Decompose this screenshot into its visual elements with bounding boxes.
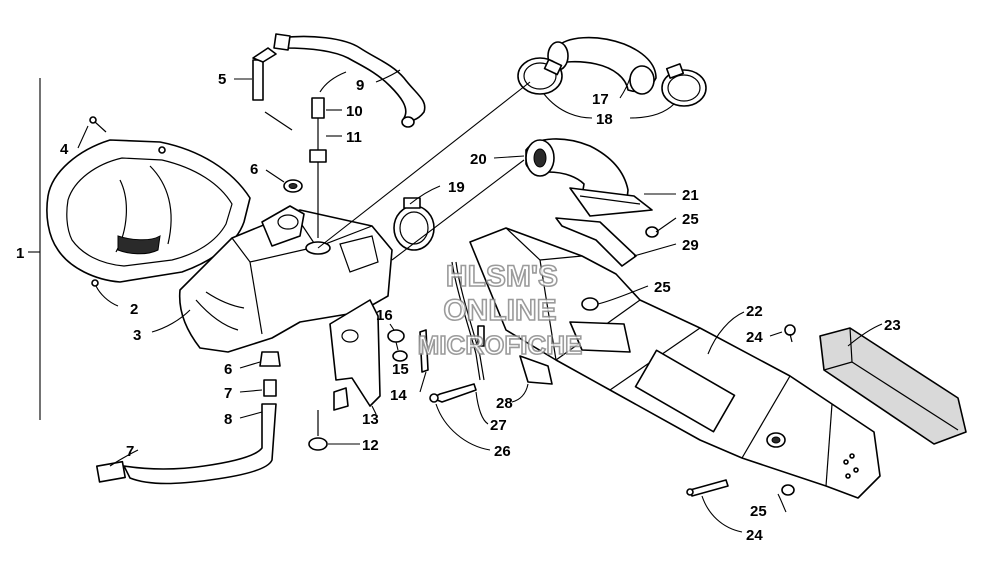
callout-15: 15 [392,361,409,378]
callout-22: 22 [746,303,763,320]
breather-hose [273,33,426,128]
duct-support-rod [451,261,553,385]
callout-11: 11 [346,129,362,146]
callout-26: 26 [494,443,511,460]
callout-20: 20 [470,151,487,168]
mounting-bracket [329,299,381,411]
assembly-bracket [28,78,41,420]
callout-2: 2 [130,301,138,318]
callout-24-lower: 24 [746,527,763,544]
intake-elbow [525,138,629,209]
callout-7-lower: 7 [126,443,134,460]
callout-6-upper: 6 [250,161,258,178]
callout-13: 13 [362,411,379,428]
callout-labels: 1 2 3 4 5 6 6 7 7 8 9 10 11 12 13 14 15 … [16,71,901,544]
callout-23: 23 [884,317,901,334]
callout-10: 10 [346,103,363,120]
hose-clamp-left [517,57,563,95]
hose-clamp-right [661,63,707,107]
bracket-fasteners [387,329,429,373]
hose-clamp-elbow [393,197,435,251]
air-silencer-body [178,205,393,353]
callout-5: 5 [218,71,226,88]
callout-16: 16 [376,307,393,324]
callout-25-upper: 25 [682,211,699,228]
foam-seal [569,187,653,217]
bracket-nut [308,410,328,451]
foam-filter [819,327,967,445]
duct-bolts [429,383,477,403]
callout-6-lower: 6 [224,361,232,378]
watermark-line-1: HLSM'S [446,260,558,293]
duct-bolt-upper [784,324,796,343]
callout-4: 4 [60,141,69,158]
drain-fitting [252,47,293,131]
duct-nut-upper [581,297,599,311]
callout-29: 29 [682,237,699,254]
duct-bolt-lower [686,479,795,497]
temperature-sensor [309,71,347,238]
callout-19: 19 [448,179,465,196]
seal-plate [555,217,659,267]
watermark: HLSM'S ONLINE MICROFICHE [417,259,583,361]
callout-8: 8 [224,411,232,428]
grommet-upper [283,179,303,193]
air-box-cover [46,139,251,287]
callout-18: 18 [596,111,613,128]
watermark-line-2: ONLINE [443,294,556,327]
cover-screw [89,116,107,133]
callout-21: 21 [682,187,699,204]
callout-17: 17 [592,91,609,108]
leader-lines [77,69,883,533]
callout-9: 9 [356,77,364,94]
callout-7-upper: 7 [224,385,232,402]
callout-1: 1 [16,245,24,262]
drain-assembly [95,351,281,485]
air-intake-duct [469,227,881,499]
callout-27: 27 [490,417,507,434]
callout-3: 3 [133,327,141,344]
callout-14: 14 [390,387,407,404]
intake-coupler-upper [547,36,657,95]
callout-12: 12 [362,437,379,454]
callout-25-lower: 25 [750,503,767,520]
callout-25-middle: 25 [654,279,671,296]
callout-28: 28 [496,395,513,412]
watermark-line-3: MICROFICHE [418,330,583,360]
callout-24-upper: 24 [746,329,763,346]
